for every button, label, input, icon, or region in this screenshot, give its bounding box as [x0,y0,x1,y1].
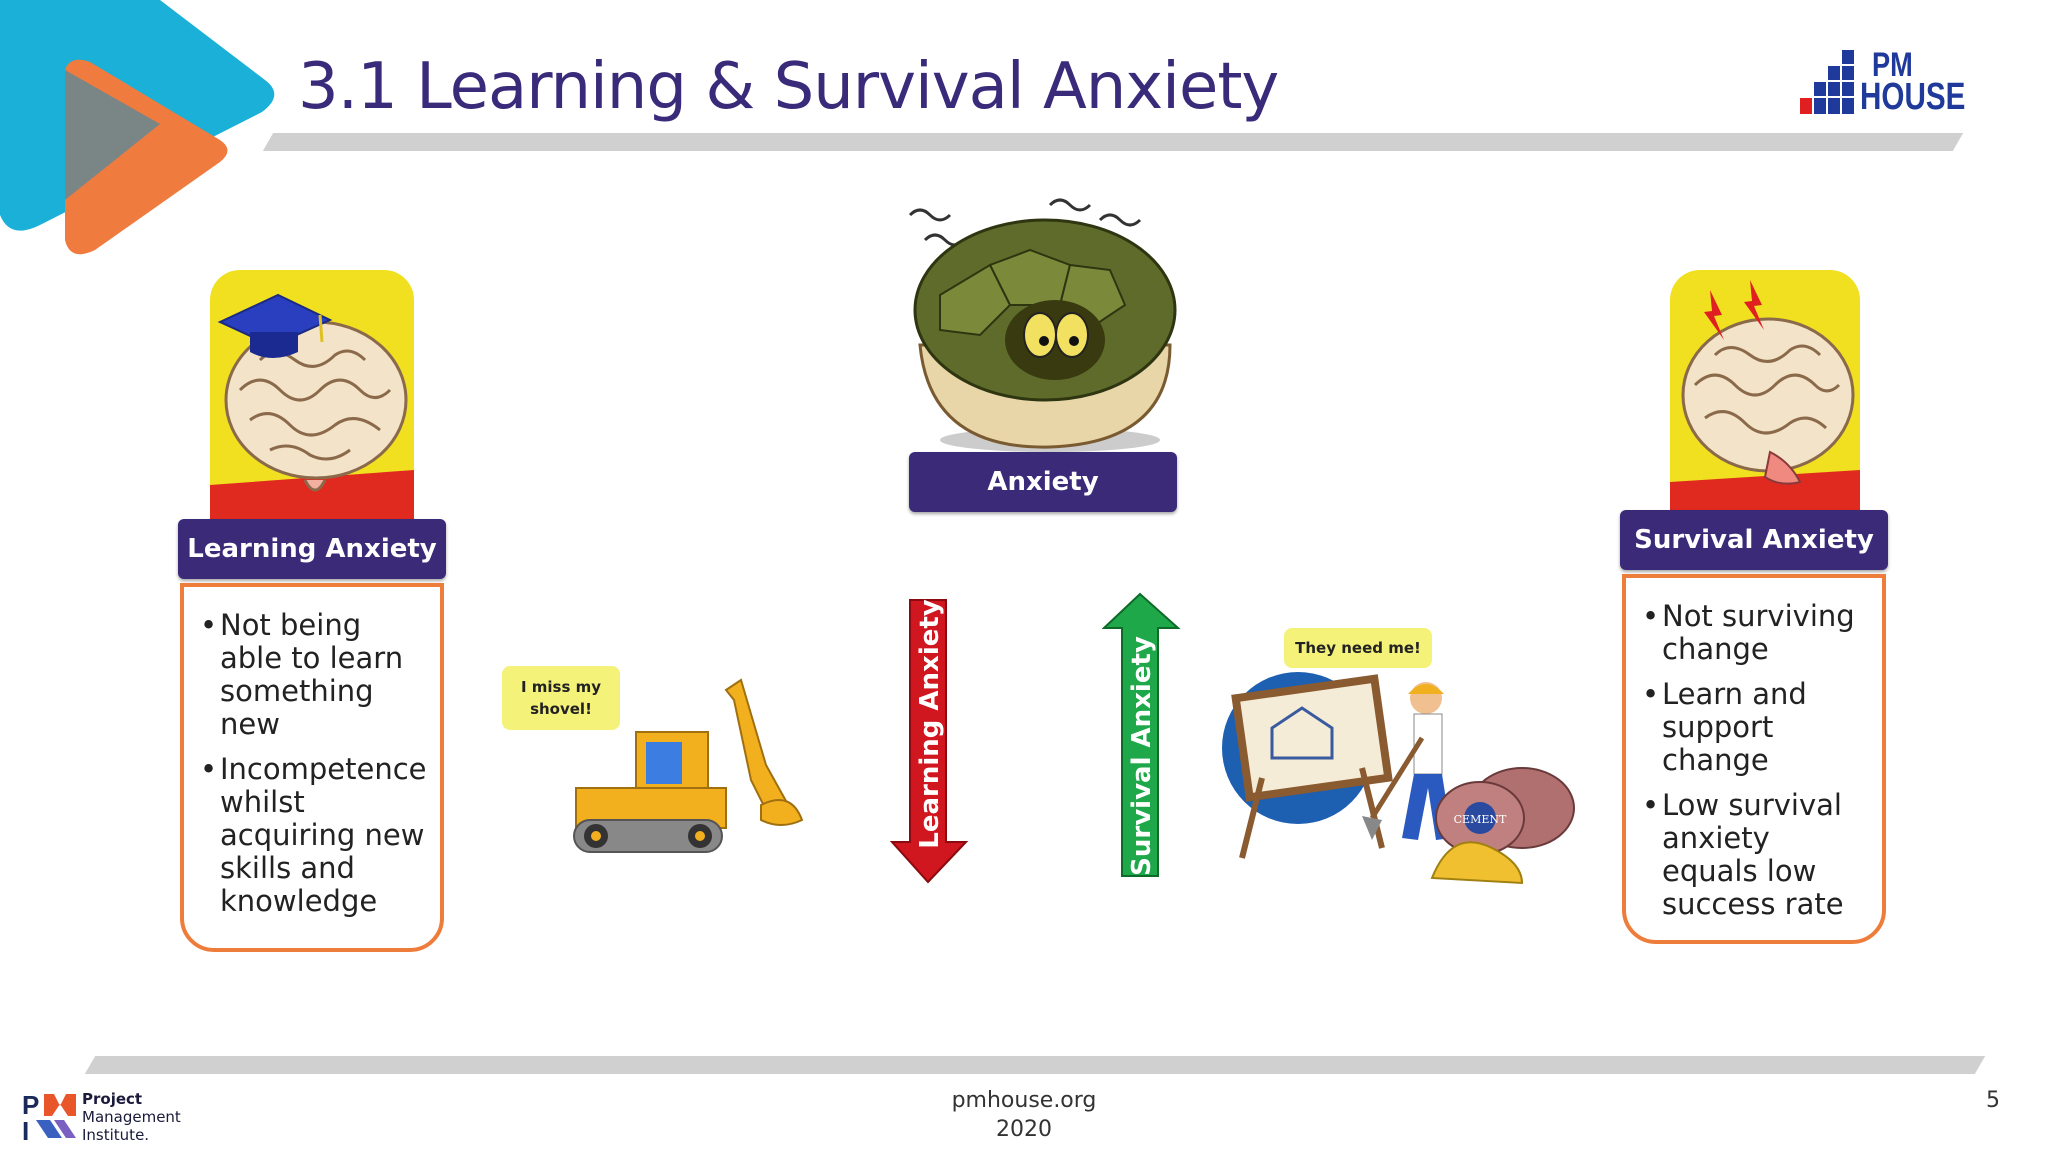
page-number: 5 [1986,1088,2000,1113]
pmhouse-blocks-icon [1800,50,1854,114]
page-title: 3.1 Learning & Survival Anxiety [298,50,1279,124]
top-divider [262,133,1964,151]
learning-anxiety-down-arrow: Learning Anxiety [890,599,969,884]
list-item: Incompetence whilst acquiring new skills… [200,753,428,918]
survival-anxiety-label: Survival Anxiety [1620,510,1888,570]
learning-arrow-label: Learning Anxiety [915,599,945,849]
survival-arrow-label: Survival Anxiety [1127,636,1157,876]
learning-brain-image [210,270,414,520]
excavator-speech-bubble: I miss my shovel! [502,666,620,730]
footer-site: pmhouse.org [951,1088,1097,1113]
construction-worker-image: CEMENT [1222,668,1598,890]
scared-turtle-image [860,185,1216,455]
learning-anxiety-list: Not being able to learn something new In… [180,583,444,952]
learning-anxiety-label: Learning Anxiety [178,519,446,579]
list-item: Learn and support change [1642,678,1870,777]
svg-text:P: P [22,1090,39,1120]
list-item: Not surviving change [1642,600,1870,666]
pmi-text-line1: Project [82,1090,143,1108]
pmhouse-logo: PM HOUSE [1800,46,1990,120]
svg-text:I: I [22,1116,29,1142]
corner-decoration [0,0,275,255]
survival-anxiety-list: Not surviving change Learn and support c… [1622,574,1886,944]
pmi-text-line3: Institute. [82,1126,150,1144]
cement-sack-label: CEMENT [1454,813,1507,826]
excavator-image [566,670,812,860]
pmi-text-line2: Management [82,1108,181,1126]
worker-speech-bubble: They need me! [1284,628,1432,668]
list-item: Not being able to learn something new [200,609,428,741]
footer-year: 2020 [996,1117,1052,1142]
anxiety-label: Anxiety [909,452,1177,512]
logo-text-house: HOUSE [1860,76,1966,118]
survival-anxiety-up-arrow: Survival Anxiety [1102,592,1181,877]
pmi-logo: P I Project Management Institute. [22,1090,202,1146]
pmi-mark-icon: P I [22,1090,76,1142]
logo-text-pm: PM [1872,46,1913,84]
survival-brain-image [1670,270,1860,514]
list-item: Low survival anxiety equals low success … [1642,789,1870,921]
bottom-divider [84,1056,1986,1074]
